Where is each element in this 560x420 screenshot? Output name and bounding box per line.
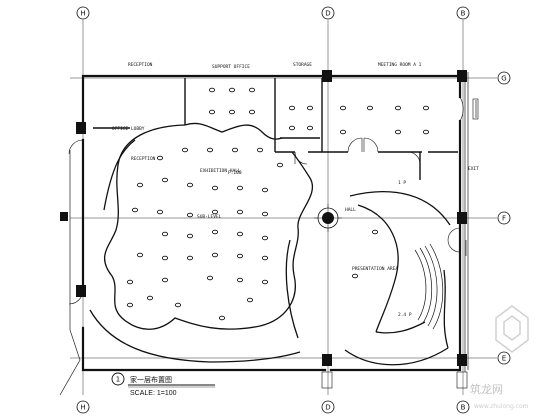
- light-fixtures: [126, 87, 430, 321]
- room-label: STORAGE: [293, 62, 312, 68]
- grid-label-b-top: B: [461, 10, 466, 18]
- room-label: 1 P: [398, 180, 406, 186]
- exterior-walls: [81, 74, 462, 372]
- exterior-offset-lines: [59, 70, 477, 396]
- interior-walls: [93, 78, 458, 180]
- room-label: P:100: [228, 170, 242, 176]
- grid-bubbles-right: G F E: [497, 71, 511, 365]
- room-labels: RECEPTION SUPPORT OFFICE STORAGE MEETING…: [112, 62, 479, 318]
- title-number: 1: [116, 376, 120, 384]
- room-label: EXHIBITION HALL: [200, 168, 241, 174]
- column-casing: [321, 98, 479, 389]
- room-label: MEETING ROOM A 1: [378, 62, 422, 68]
- watermark-logo-icon: [495, 305, 529, 353]
- grid-label-d-bottom: D: [325, 404, 330, 412]
- grid-bubbles-bottom: H D B: [76, 400, 470, 414]
- grid-label-f: F: [502, 215, 506, 223]
- central-column: [314, 204, 342, 232]
- title-text: 家一层布置图: [130, 375, 172, 384]
- grid-bubbles-top: H D B: [76, 6, 470, 20]
- grid-label-h-bottom: H: [80, 404, 85, 412]
- watermark-text: 筑龙网: [470, 382, 503, 396]
- structural-columns: [60, 70, 467, 366]
- room-label: PRESENTATION AREA: [352, 266, 398, 272]
- scale-text: SCALE: 1=100: [130, 390, 177, 397]
- grid-label-g: G: [501, 75, 506, 83]
- room-label: RECEPTION: [131, 156, 156, 162]
- room-label: RECEPTION: [128, 62, 153, 68]
- room-label: HALL: [345, 207, 356, 213]
- watermark-url: www.zhulong.com: [474, 403, 529, 410]
- room-label: SUB-LEVEL: [197, 214, 222, 220]
- grid-label-b-bottom: B: [461, 404, 466, 412]
- door-swings: [68, 96, 464, 305]
- stage-steps: [414, 243, 444, 330]
- room-label: 2.4 P: [398, 312, 412, 318]
- watermark: 筑龙网 www.zhulong.com: [470, 305, 529, 410]
- room-label: OFFICE LOBBY: [112, 126, 145, 132]
- room-label: SUPPORT OFFICE: [212, 64, 250, 70]
- room-label: EXIT: [468, 166, 479, 172]
- grid-label-e: E: [502, 355, 506, 363]
- grid-label-d-top: D: [325, 10, 330, 18]
- curved-partitions: [89, 122, 451, 366]
- grid-label-h-top: H: [80, 10, 85, 18]
- drawing-title: 1 家一层布置图 SCALE: 1=100: [111, 372, 215, 397]
